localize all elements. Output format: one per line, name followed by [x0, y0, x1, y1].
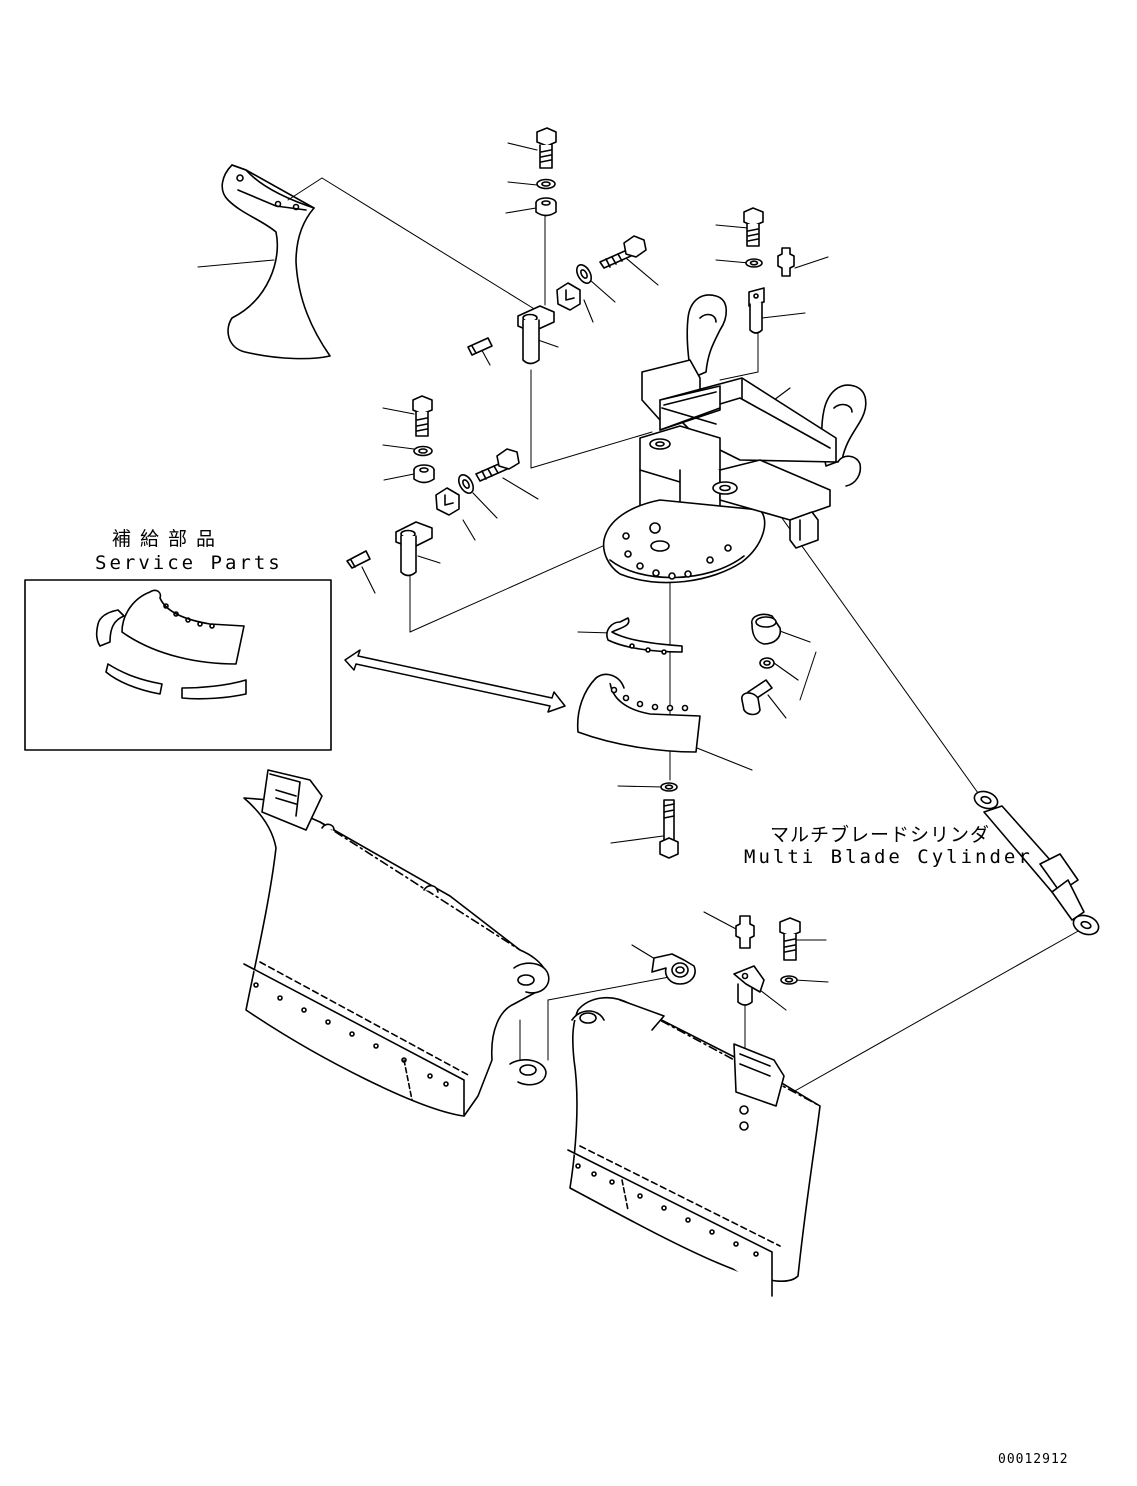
upper-pin-assembly [467, 127, 647, 365]
multi-blade-cylinder [973, 790, 1100, 936]
service-parts-box [24, 579, 332, 751]
leader-lines [75, 142, 829, 1011]
service-parts-label-jp: 補給部品 [112, 528, 225, 550]
main-frame-assembly [602, 294, 867, 584]
cylinder-label-jp: マルチブレードシリンダ [770, 824, 991, 846]
right-pin-assembly [743, 207, 795, 334]
lower-cover-parts [576, 613, 782, 859]
guide-cover-part [221, 164, 331, 360]
service-parts-label-en: Service Parts [95, 552, 283, 574]
interchange-arrow [344, 649, 566, 713]
drawing-number: 00012912 [998, 1452, 1069, 1467]
lower-pin-assembly [346, 395, 520, 577]
right-blade [567, 997, 821, 1297]
right-blade-hardware [651, 915, 801, 1006]
cylinder-label-en: Multi Blade Cylinder [744, 846, 1033, 868]
left-blade [243, 769, 550, 1117]
